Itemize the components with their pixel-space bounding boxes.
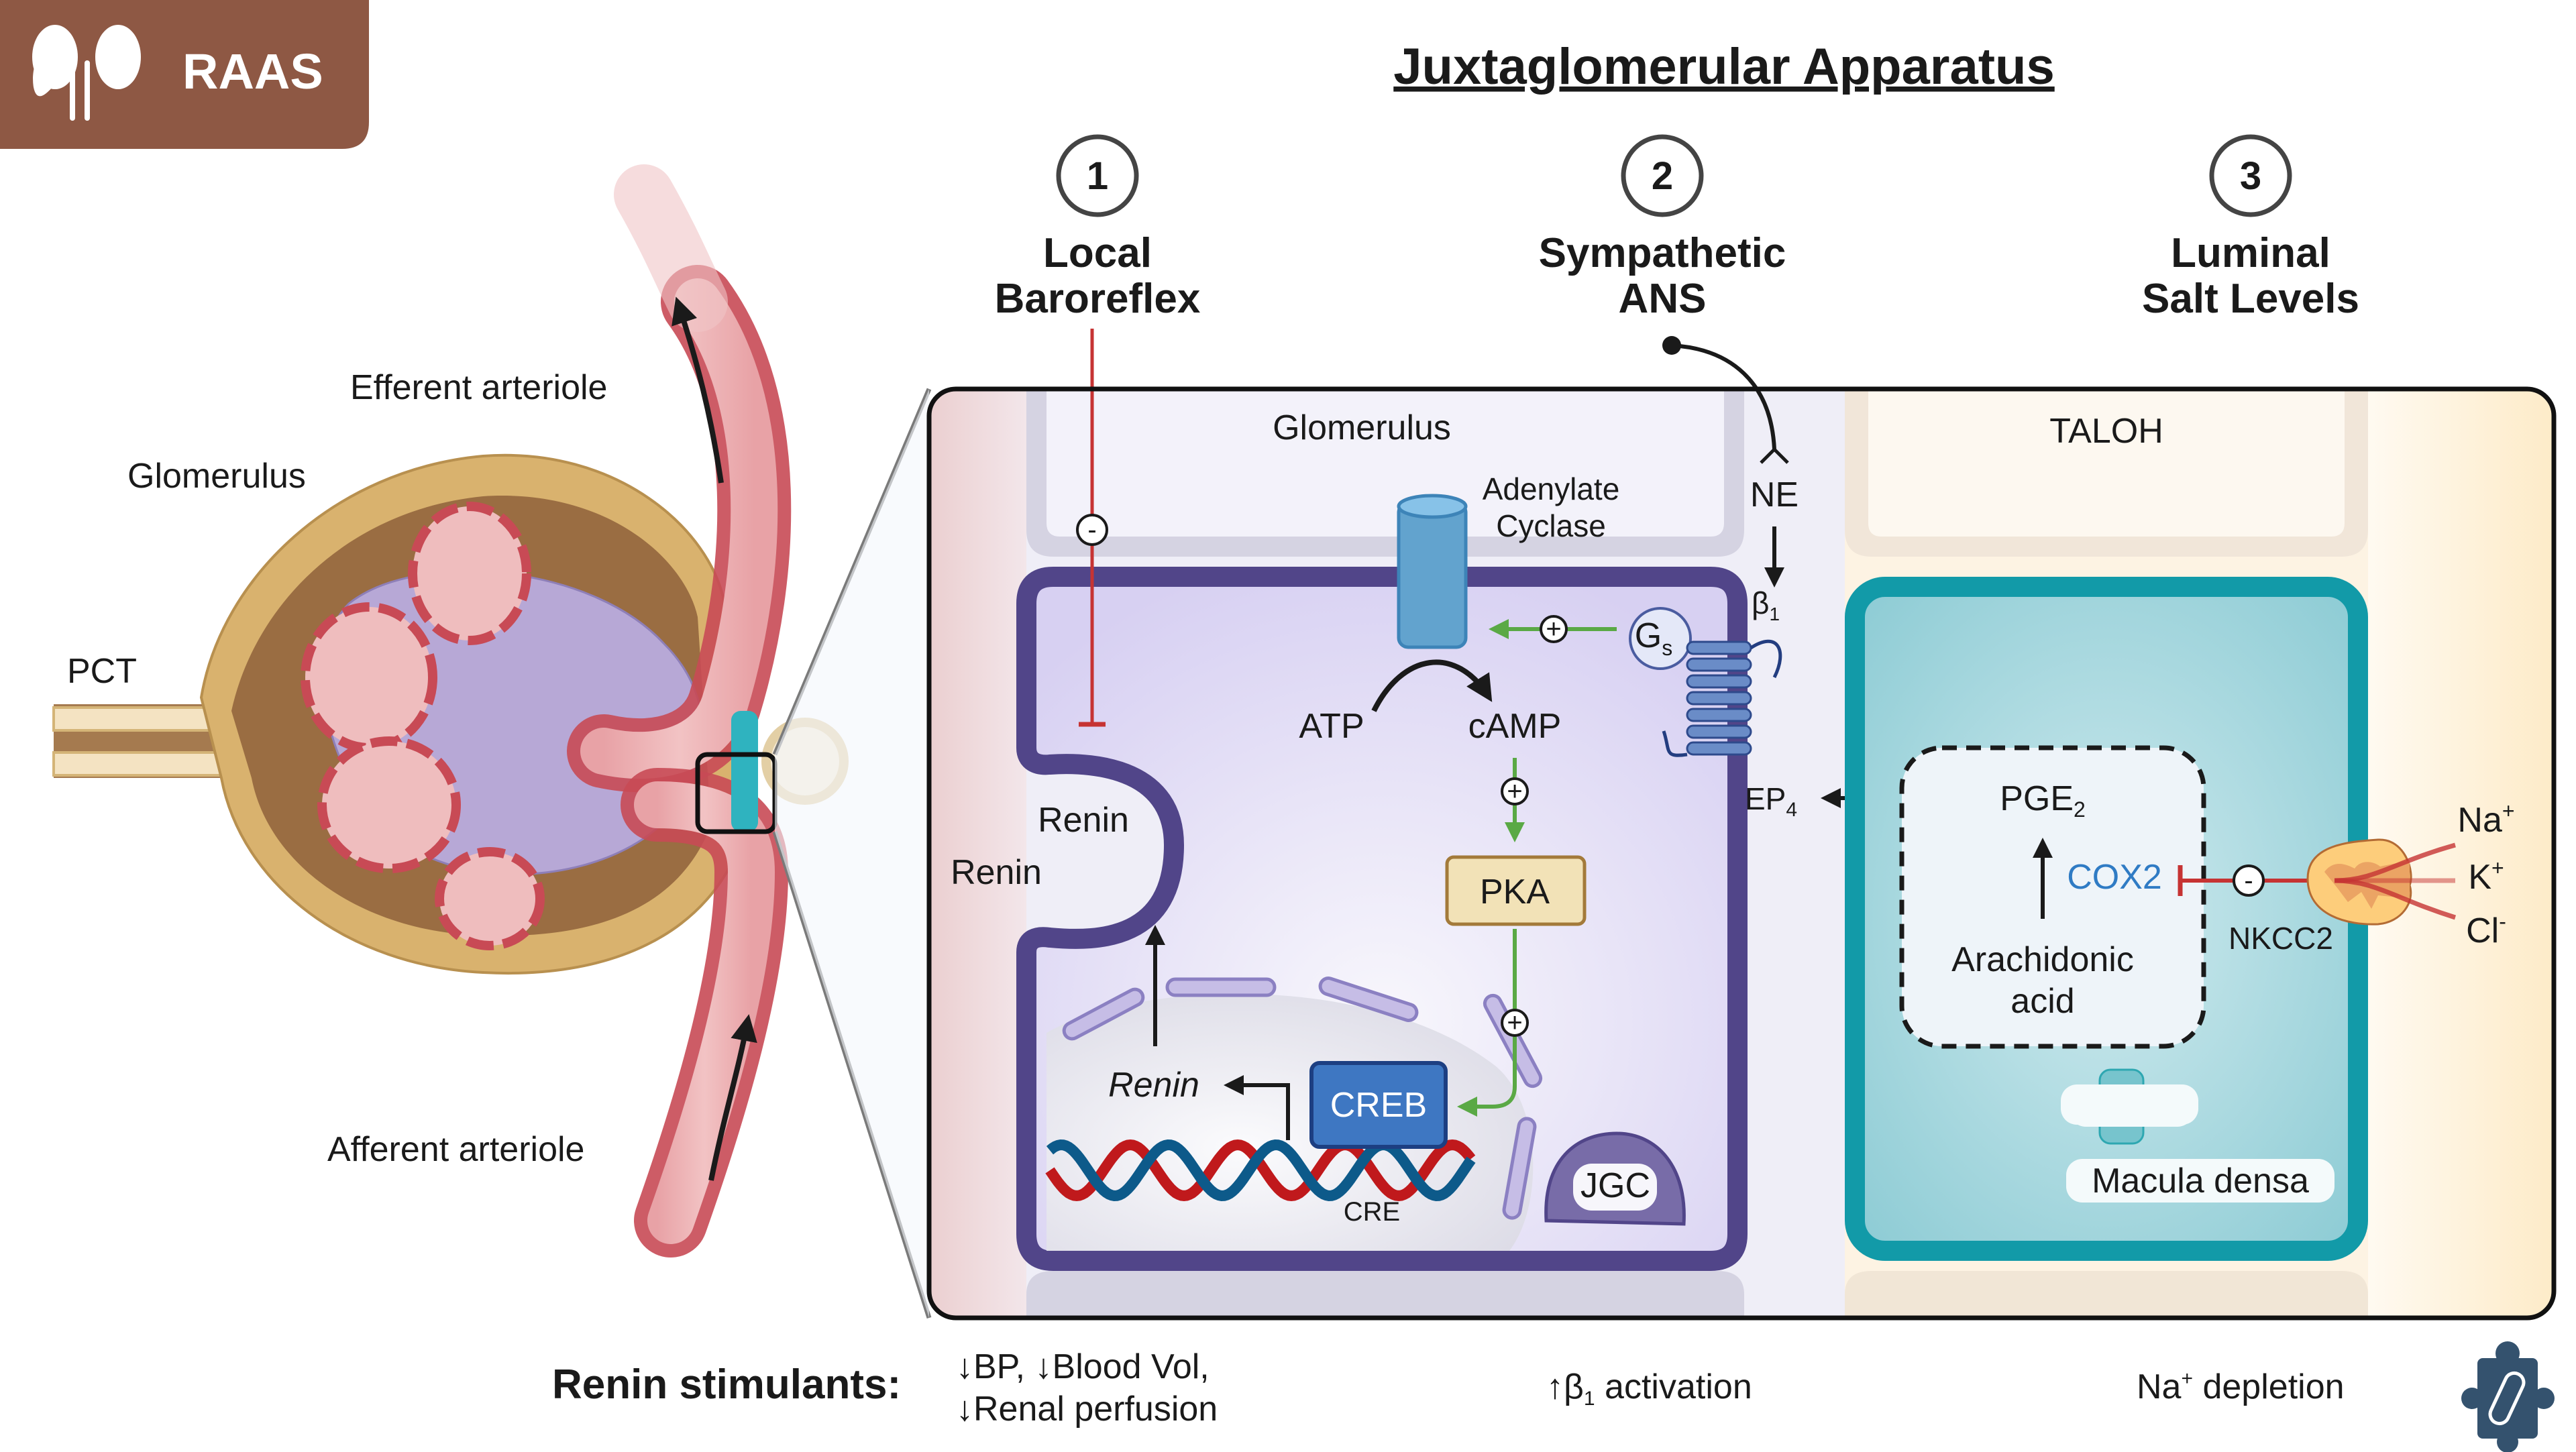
afferent-flow-arrow <box>708 1014 757 1181</box>
stimulate-icon <box>1501 1009 1529 1037</box>
inhibit-icon <box>1076 514 1108 546</box>
mechanism-title-line2: Baroreflex <box>995 276 1201 322</box>
page-title: Juxtaglomerular Apparatus <box>1393 38 2054 95</box>
label-beta1: β1 <box>1752 585 1780 624</box>
taloh-lumen-strip <box>2368 389 2554 1318</box>
svg-text:-: - <box>1087 515 1096 545</box>
arteriole-strip <box>929 389 1026 1318</box>
nuclear-envelope <box>1062 976 1543 1220</box>
stimulant-salt: Na+ depletion <box>2137 1367 2345 1406</box>
svg-text:+: + <box>1507 777 1522 806</box>
puzzle-pill-logo-icon[interactable] <box>2461 1341 2555 1452</box>
step-number: 1 <box>1087 154 1108 198</box>
ion-sodium: Na+ <box>2457 799 2514 840</box>
stimulants-heading: Renin stimulants: <box>552 1361 901 1408</box>
label-jgc: JGC <box>1580 1166 1650 1205</box>
label-acid: acid <box>2010 982 2074 1021</box>
glomerulus-overview: Efferent arteriole Glomerulus PCT Affere… <box>52 164 932 1319</box>
creb-box <box>1309 1061 1448 1149</box>
adenylate-cyclase <box>1397 494 1468 649</box>
label-nkcc2: NKCC2 <box>2229 921 2333 956</box>
efferent-arteriole-lumen <box>580 278 778 779</box>
renin-stimulants: Renin stimulants: ↓BP, ↓Blood Vol, ↓Rena… <box>552 1347 2345 1429</box>
stimulate-icon <box>1540 615 1568 643</box>
pka-to-creb-arrow <box>1457 929 1517 1117</box>
macula-densa-label-bg <box>2066 1159 2334 1203</box>
mechanism-title-line1: Local <box>1043 230 1152 276</box>
sympathetic-axon <box>1671 343 1776 450</box>
mechanism-2: 2 Sympathetic ANS <box>1539 134 1786 322</box>
capillary-loops <box>301 502 545 950</box>
atp-to-camp-arrow <box>1371 659 1493 712</box>
mechanism-title-line2: ANS <box>1619 276 1707 322</box>
label-renin-gene: Renin <box>1108 1066 1199 1105</box>
mechanism-1: 1 Local Baroreflex <box>995 134 1201 322</box>
efferent-flow-arrow <box>672 296 724 484</box>
juxtaglomerular-cell: CRE CREB Renin Renin Renin JGC Adenylate… <box>951 471 1782 1271</box>
label-ep4: EP4 <box>1745 781 1797 821</box>
step-number: 2 <box>1652 154 1673 198</box>
svg-text:+: + <box>1546 614 1561 644</box>
label-atp: ATP <box>1299 707 1364 746</box>
label-afferent-arteriole: Afferent arteriole <box>327 1130 584 1169</box>
zoom-projection <box>775 389 929 1318</box>
label-creb: CREB <box>1330 1086 1427 1125</box>
ion-chloride: Cl- <box>2466 909 2506 950</box>
inhibit-icon <box>2233 864 2265 897</box>
label-pka: PKA <box>1480 873 1550 911</box>
macula-densa-cells <box>731 711 758 832</box>
mechanism-title-line2: Salt Levels <box>2142 276 2359 322</box>
step-number-circle <box>1056 134 1139 217</box>
stimulant-baroreflex-line2: ↓Renal perfusion <box>956 1390 1218 1429</box>
badge-background <box>0 0 369 149</box>
beta1-ep4-receptor <box>1686 640 1752 756</box>
badge-label: RAAS <box>182 44 323 99</box>
label-ne: NE <box>1750 476 1799 514</box>
label-glomerulus-panel: Glomerulus <box>1273 408 1451 447</box>
afferent-arteriole-lumen <box>634 781 775 1244</box>
label-cyclase: Cyclase <box>1496 508 1606 543</box>
label-camp: cAMP <box>1468 707 1562 746</box>
label-efferent-arteriole: Efferent arteriole <box>350 368 607 407</box>
label-pct: PCT <box>67 652 137 691</box>
label-adenylate: Adenylate <box>1483 471 1620 506</box>
macula-densa-label: Macula densa <box>2092 1162 2309 1200</box>
mechanism-title-line1: Luminal <box>2171 230 2330 276</box>
jga-detail-panel: Glomerulus TALOH CRE <box>926 329 2557 1321</box>
pct-tubule <box>52 704 229 778</box>
ion-potassium: K+ <box>2468 856 2504 897</box>
dna-helix <box>1045 1139 1476 1202</box>
pka-box <box>1445 855 1587 926</box>
label-pge2: PGE2 <box>2000 779 2086 822</box>
svg-text:+: + <box>1507 1008 1522 1038</box>
stimulate-icon <box>1501 777 1529 805</box>
nkcc2-transporter-icon <box>2306 838 2457 926</box>
panel-border <box>926 386 2557 1321</box>
label-renin-vesicle: Renin <box>1038 801 1129 840</box>
synapse-icon <box>1760 447 1789 464</box>
raas-badge: RAAS <box>0 0 369 149</box>
label-cre: CRE <box>1344 1197 1400 1227</box>
stimulant-sympathetic: ↑β1 activation <box>1546 1367 1752 1410</box>
svg-text:-: - <box>2244 866 2253 895</box>
mechanism-3: 3 Luminal Salt Levels <box>2142 134 2359 322</box>
macula-densa-cell: PGE2 COX2 Arachidonic acid - NKCC2 <box>1845 577 2368 1261</box>
label-gs: Gs <box>1635 616 1672 660</box>
mechanism-title-line1: Sympathetic <box>1539 230 1786 276</box>
step-number-circle <box>1621 134 1704 217</box>
label-arachidonic: Arachidonic <box>1951 940 2134 979</box>
step-number-circle <box>2209 134 2292 217</box>
kidneys-icon <box>32 25 141 121</box>
stimulant-baroreflex-line1: ↓BP, ↓Blood Vol, <box>956 1347 1210 1386</box>
step-number: 3 <box>2240 154 2261 198</box>
gs-protein <box>1629 607 1692 670</box>
transcription-arrow <box>1224 1075 1290 1140</box>
label-cox2: COX2 <box>2067 858 2162 897</box>
label-renin-outside: Renin <box>951 853 1042 892</box>
label-glomerulus-overview: Glomerulus <box>127 457 306 496</box>
label-taloh: TALOH <box>2049 412 2163 451</box>
cox-pathway-box <box>1899 745 2206 1049</box>
